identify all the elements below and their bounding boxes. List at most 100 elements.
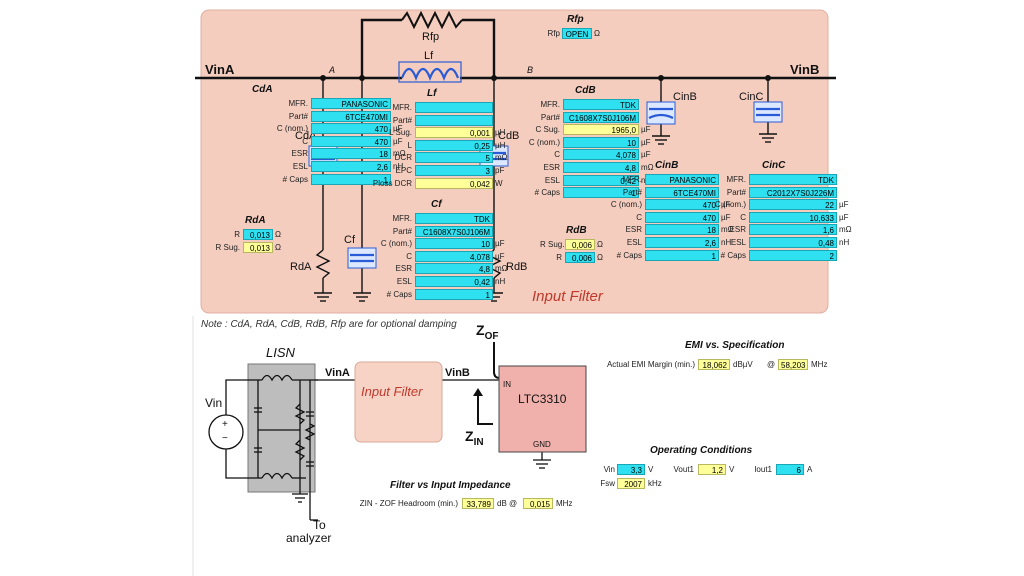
cdb-row-label: ESR — [543, 163, 560, 172]
cinc-row-label: C (nom.) — [714, 200, 746, 210]
cinc-row-unit: µF — [839, 212, 849, 222]
lf-row-label: Part# — [392, 115, 412, 125]
lf-row-value[interactable]: 3 — [415, 165, 493, 176]
lf-row-unit: pF — [495, 166, 505, 175]
emi-margin-unit: dBµV — [733, 360, 753, 369]
cda-row-unit: µF — [393, 124, 403, 134]
cinc-row-label: ESR — [729, 225, 746, 235]
zin-main: Z — [465, 428, 474, 444]
rda-table-title: RdA — [245, 215, 266, 226]
cdb-row-value[interactable]: 4,078 — [563, 149, 639, 161]
cinc-row-label: MFR. — [726, 175, 746, 184]
lf-row-unit: µH — [495, 140, 506, 150]
cinb-row-unit: nH — [721, 238, 732, 247]
rda-row-value[interactable]: 0,013 — [243, 241, 273, 253]
cda-row-label: MFR. — [288, 99, 308, 108]
rdb-row-value[interactable]: 0,006 — [565, 239, 595, 250]
cinb-row-value[interactable]: 470 — [645, 199, 719, 211]
op-vin-unit: V — [648, 465, 654, 474]
node-vinb-label: VinB — [790, 62, 820, 77]
cinb-row-value[interactable]: 470 — [645, 211, 719, 223]
cinc-row-value[interactable]: 10,633 — [749, 211, 837, 223]
cdb-row-value[interactable]: 10 — [563, 136, 639, 148]
cinc-row-unit: µF — [839, 200, 849, 210]
cda-row-value[interactable]: 470 — [311, 123, 391, 135]
cda-row-value[interactable]: 18 — [311, 148, 391, 160]
cdb-row-value[interactable]: 1 — [563, 187, 639, 199]
op-vin-cell[interactable]: 3,3 — [617, 464, 645, 475]
cdb-row-value[interactable]: 1965,0 — [563, 124, 639, 136]
cf-row-unit: µF — [495, 251, 505, 261]
lf-row-label: MFR. — [392, 103, 412, 112]
cinb-row-value[interactable]: 18 — [645, 224, 719, 236]
cdb-row-value[interactable]: 4,8 — [563, 162, 639, 173]
cdb-row-label: MFR. — [540, 100, 560, 109]
rfp-label: Rfp — [422, 31, 440, 43]
lf-row-value[interactable]: 0,001 — [415, 127, 493, 139]
cdb-row-label: C — [554, 150, 560, 160]
zof-label: ZOF — [476, 322, 498, 342]
cdb-row-value[interactable]: TDK — [563, 99, 639, 110]
cinc-row-value[interactable]: 1,6 — [749, 224, 837, 236]
cda-row-value[interactable]: PANASONIC — [311, 98, 391, 109]
cdb-row-unit: µF — [641, 137, 651, 147]
emi-margin-cell[interactable]: 18,062 — [698, 359, 730, 370]
rdb-row-unit: Ω — [597, 252, 603, 262]
ltc3310-chip — [498, 365, 587, 453]
rda-row-value[interactable]: 0,013 — [243, 229, 273, 240]
cf-row-value[interactable]: C1608X7S0J106M — [415, 225, 493, 237]
fvi-freq-cell[interactable]: 0,015 — [523, 498, 553, 509]
op-vout-cell[interactable]: 1,2 — [698, 464, 726, 475]
cf-table-title: Cf — [431, 199, 442, 210]
cinb-row-value[interactable]: PANASONIC — [645, 174, 719, 185]
op-iout-cell[interactable]: 6 — [776, 464, 804, 475]
cdb-row-label: C (nom.) — [528, 137, 560, 147]
lf-row-label: L Sug. — [389, 128, 412, 138]
lf-row-value[interactable] — [415, 114, 493, 126]
emi-at: @ — [767, 360, 776, 369]
lf-row-value[interactable]: 0,25 — [415, 139, 493, 151]
op-fsw-unit: kHz — [648, 479, 662, 488]
rdb-row-value[interactable]: 0,006 — [565, 251, 595, 263]
cf-row-value[interactable]: 4,078 — [415, 250, 493, 262]
cinc-row-value[interactable]: 2 — [749, 249, 837, 261]
cda-row-value[interactable]: 6TCE470MI — [311, 110, 391, 122]
lf-row-unit: mΩ — [495, 153, 508, 163]
cinc-table-title: CinC — [762, 160, 786, 171]
lf-row-value[interactable]: 5 — [415, 152, 493, 164]
cda-row-label: ESL — [292, 162, 308, 171]
rfp-table-title: Rfp — [567, 14, 584, 25]
lf-row-value[interactable]: 0,042 — [415, 177, 493, 189]
cdb-row-value[interactable]: C1608X7S0J106M — [563, 111, 639, 123]
cinb-row-label: ESR — [625, 225, 642, 235]
cdb-row-value[interactable]: 0,42 — [563, 174, 639, 186]
vin-source-label: Vin — [205, 396, 223, 410]
cf-row-value[interactable]: 0,42 — [415, 276, 493, 287]
emi-freq-unit: MHz — [811, 360, 828, 369]
cda-row-value[interactable]: 1 — [311, 173, 391, 185]
cf-row-label: C — [406, 251, 412, 261]
rfp-value-cell[interactable]: OPEN — [562, 28, 592, 39]
op-fsw-cell[interactable]: 2007 — [617, 478, 645, 489]
cdb-row-label: Part# — [540, 112, 560, 122]
cf-row-value[interactable]: TDK — [415, 213, 493, 224]
cda-row-value[interactable]: 2,6 — [311, 161, 391, 172]
cf-row-value[interactable]: 4,8 — [415, 263, 493, 275]
cinc-row-value[interactable]: TDK — [749, 174, 837, 185]
cda-row-label: C (nom.) — [276, 124, 308, 134]
cinb-row-value[interactable]: 6TCE470MI — [645, 186, 719, 198]
emi-freq-cell[interactable]: 58,203 — [778, 359, 808, 370]
cf-row-value[interactable]: 1 — [415, 288, 493, 300]
cinc-row-value[interactable]: 22 — [749, 199, 837, 211]
vin-minus: − — [222, 433, 228, 444]
cinb-row-value[interactable]: 2,6 — [645, 237, 719, 248]
fvi-headroom-cell[interactable]: 33,789 — [462, 498, 494, 509]
cinb-capacitor — [646, 101, 676, 125]
cf-row-value[interactable]: 10 — [415, 238, 493, 250]
cinb-row-value[interactable]: 1 — [645, 249, 719, 261]
lf-row-value[interactable] — [415, 102, 493, 113]
cinc-row-value[interactable]: 0,48 — [749, 237, 837, 248]
cda-row-value[interactable]: 470 — [311, 135, 391, 147]
cf-row-label: ESR — [395, 264, 412, 274]
cinc-row-value[interactable]: C2012X7S0J226M — [749, 186, 837, 198]
